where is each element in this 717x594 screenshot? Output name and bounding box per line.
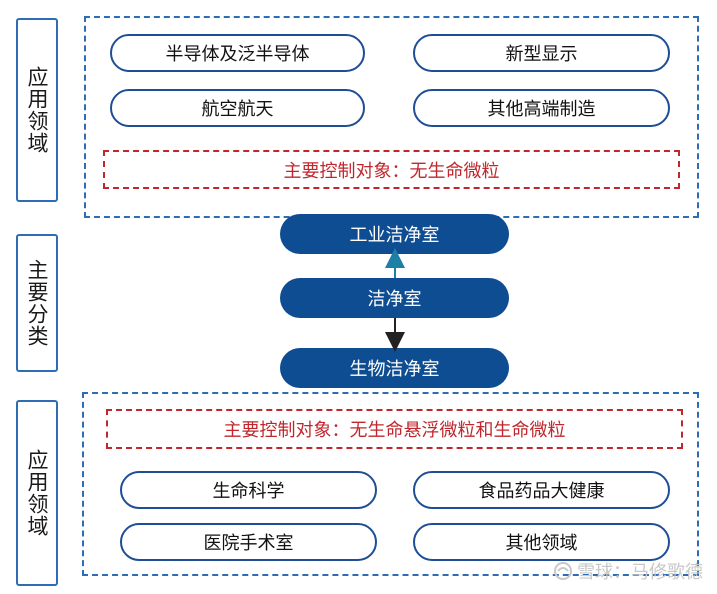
node-bio-cleanroom: 生物洁净室 <box>280 348 509 388</box>
top-item-high-end-manufacturing: 其他高端制造 <box>413 89 670 127</box>
snowball-logo-icon <box>554 562 572 580</box>
bottom-control-note: 主要控制对象：无生命悬浮微粒和生命微粒 <box>106 409 683 449</box>
bottom-item-food-drug-health: 食品药品大健康 <box>413 471 670 509</box>
node-cleanroom: 洁净室 <box>280 278 509 318</box>
top-item-aerospace: 航空航天 <box>110 89 365 127</box>
bottom-item-other-fields: 其他领域 <box>413 523 670 561</box>
top-item-display: 新型显示 <box>413 34 670 72</box>
side-label-top: 应用领域 <box>16 18 58 202</box>
bottom-item-life-science: 生命科学 <box>120 471 377 509</box>
top-control-note: 主要控制对象：无生命微粒 <box>103 150 680 189</box>
side-label-bottom: 应用领域 <box>16 400 58 586</box>
watermark: 雪球：马修歌德 <box>553 558 703 584</box>
bottom-application-box <box>82 392 699 576</box>
node-industrial-cleanroom: 工业洁净室 <box>280 214 509 254</box>
top-item-semiconductor: 半导体及泛半导体 <box>110 34 365 72</box>
bottom-item-hospital-operating-room: 医院手术室 <box>120 523 377 561</box>
side-label-middle: 主要分类 <box>16 234 58 372</box>
